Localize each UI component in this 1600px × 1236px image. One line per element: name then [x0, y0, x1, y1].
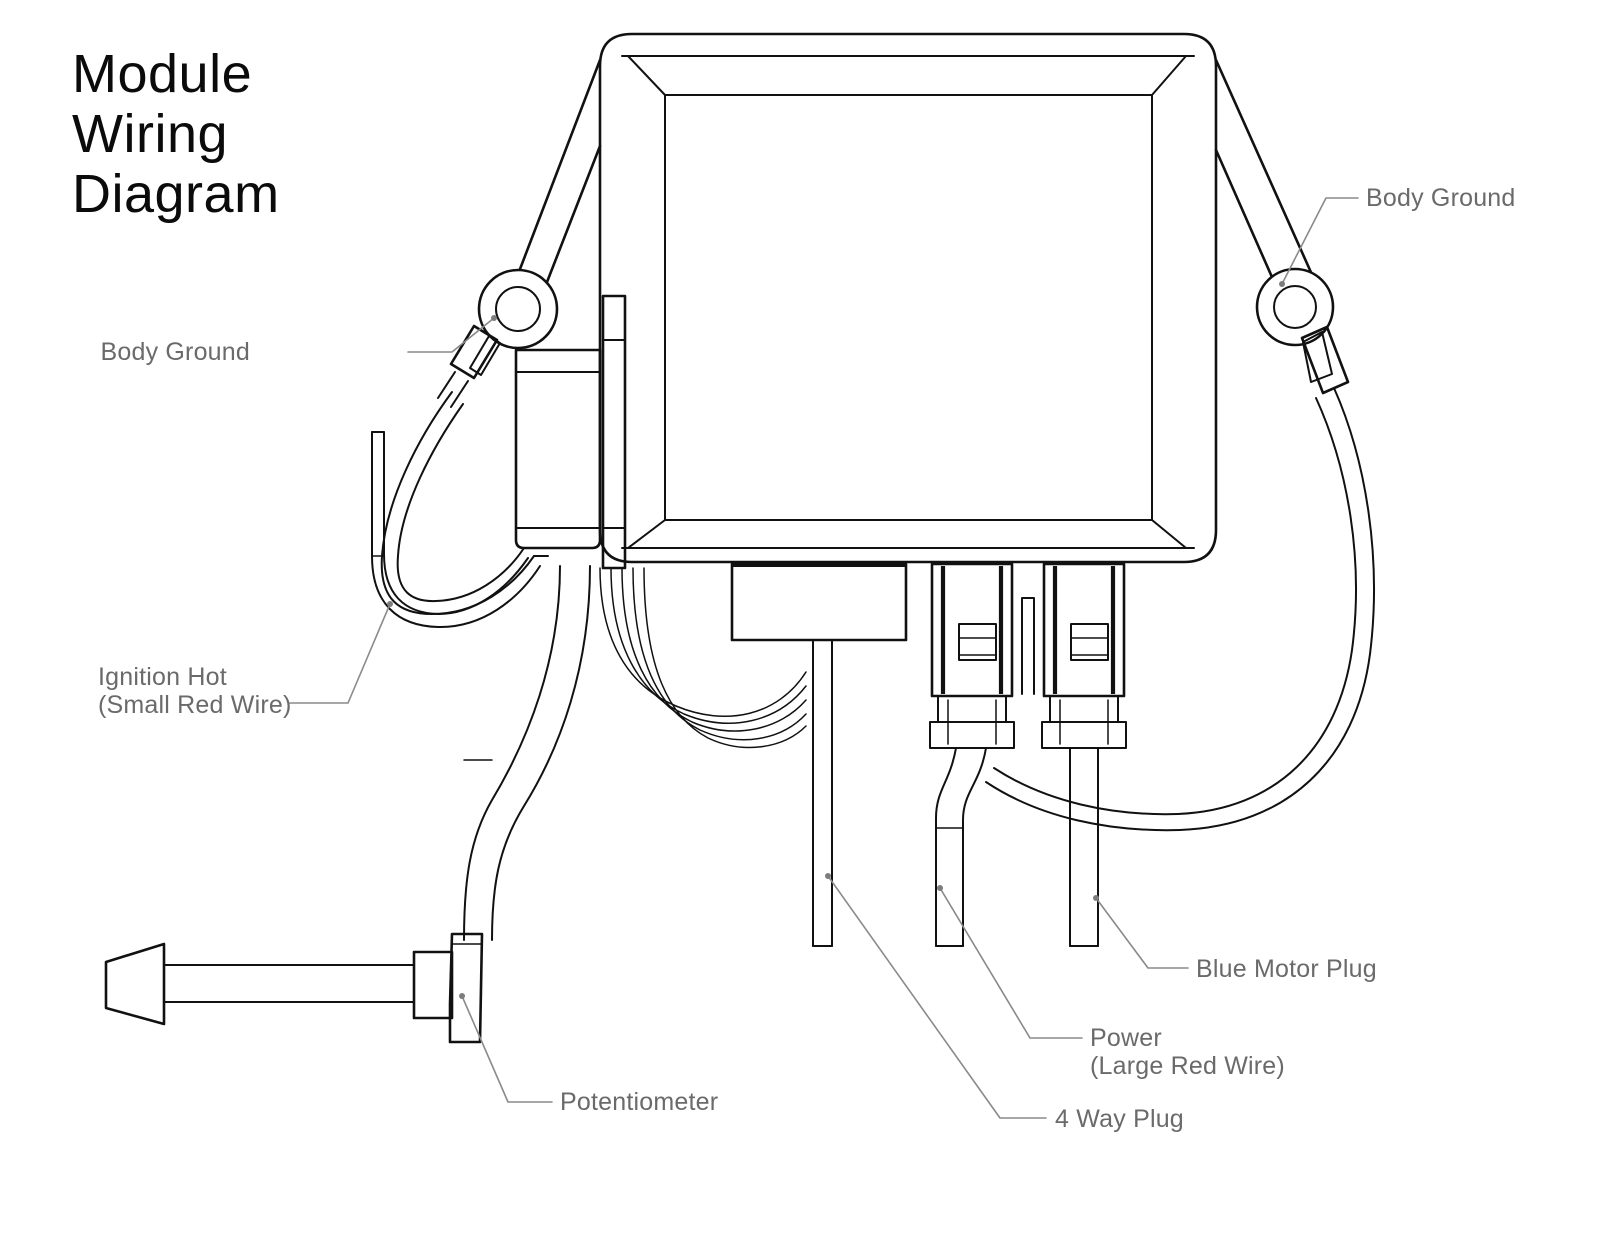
motor-cables [935, 747, 1099, 947]
right-flange-upper-edge [1214, 58, 1320, 290]
label-blue-motor-plug: Blue Motor Plug [1196, 955, 1377, 983]
leader-body-ground-right [1281, 197, 1359, 285]
title-line-3: Diagram [72, 164, 280, 224]
right-crimp-barrel [1300, 325, 1350, 395]
left-connector-latch-bar [958, 637, 997, 656]
label-body-ground-right: Body Ground [1366, 184, 1516, 212]
four-way-plug-block [730, 562, 908, 947]
right-connector-latch-bar [1070, 637, 1109, 656]
four-way-housing [730, 562, 908, 642]
ignition-wire-edge-a [371, 431, 541, 629]
left-bracket-rib [602, 339, 626, 529]
label-ignition-hot-line1: Ignition Hot [98, 663, 227, 691]
right-motor-connector [1021, 562, 1127, 749]
ignition-wire-edge-b [383, 431, 529, 615]
right-connector-latch-window [1070, 623, 1109, 661]
left-motor-cable-edge-b [962, 747, 987, 947]
title-line-2: Wiring [72, 104, 228, 164]
label-potentiometer: Potentiometer [560, 1088, 718, 1116]
label-power-line1: Power [1090, 1024, 1162, 1052]
left-mount-rib [515, 371, 601, 529]
left-connector-housing [930, 562, 1014, 698]
left-mount-body [514, 348, 602, 550]
left-ground-wire-entry [523, 547, 549, 557]
left-ring-terminal [437, 268, 559, 408]
pot-harness-edge-outer [463, 565, 561, 941]
right-connector-housing [1042, 562, 1126, 698]
signal-wire-1 [599, 567, 807, 718]
leader-dot-body-ground-left [491, 315, 497, 321]
left-bracket-post [601, 294, 627, 570]
right-connector-boot-rib [1059, 699, 1109, 745]
module-outer-shell [598, 32, 1218, 564]
right-ground-wire-edge-b [993, 397, 1357, 816]
leader-dot-blue-motor-plug [1093, 895, 1099, 901]
leader-dot-body-ground-right [1279, 281, 1285, 287]
left-connector-boot-rib [947, 699, 997, 745]
left-ring-outer [477, 268, 559, 350]
label-ignition-hot-line2: (Small Red Wire) [98, 691, 292, 719]
diagram-title: Module Wiring Diagram [72, 44, 280, 224]
potentiometer-body [448, 932, 484, 1044]
control-module-body [598, 32, 1218, 564]
right-ring-hole [1273, 285, 1317, 329]
leader-dot-potentiometer [459, 993, 465, 999]
right-body-ground-wire [985, 387, 1375, 832]
four-way-signal-wires [599, 567, 807, 749]
title-line-1: Module [72, 44, 252, 104]
connector-separator-key [1021, 597, 1035, 695]
label-power-line2: (Large Red Wire) [1090, 1052, 1285, 1080]
left-crimp-facet [469, 335, 501, 376]
right-crimp-facet [1302, 331, 1333, 383]
left-connector-boot-lower [929, 721, 1015, 749]
left-ground-wire-edge-b [396, 403, 525, 603]
callout-leaders [289, 197, 1359, 1119]
potentiometer-assembly [104, 932, 484, 1044]
left-connector-latch-window [958, 623, 997, 661]
potentiometer-nut [412, 950, 454, 1020]
leader-potentiometer [461, 995, 553, 1103]
leader-power [939, 887, 1083, 1039]
right-ring-terminal [1255, 267, 1350, 395]
left-body-ground-wire [380, 391, 549, 615]
leader-ignition-hot [289, 603, 391, 704]
callout-labels: Body Ground Body Ground Ignition Hot (Sm… [98, 184, 1516, 1133]
leader-four-way-plug [827, 875, 1047, 1119]
ignition-hot-wire [371, 431, 541, 629]
left-flange-upper-edge [510, 58, 602, 292]
signal-wire-3 [621, 567, 807, 732]
right-ground-wire-edge-a [985, 387, 1375, 832]
potentiometer-shaft [163, 964, 415, 1003]
module-bevel-face [627, 55, 1187, 549]
left-motor-cable-edge-a [935, 747, 957, 947]
left-crimp-barrel [449, 324, 499, 380]
signal-wire-5 [643, 567, 807, 749]
left-motor-connector [929, 562, 1015, 749]
signal-wire-4 [632, 567, 807, 741]
leader-dot-power [937, 885, 943, 891]
left-ring-hole [495, 286, 541, 332]
leader-body-ground-left [407, 317, 495, 353]
potentiometer-knob [104, 942, 166, 1026]
potentiometer-harness [463, 565, 591, 941]
label-four-way-plug: 4 Way Plug [1055, 1105, 1184, 1133]
label-body-ground-left: Body Ground [100, 338, 250, 366]
pot-harness-edge-inner [491, 565, 591, 941]
left-ground-wire-edge-a [380, 391, 535, 615]
left-terminal-wire-tail-a [437, 371, 456, 399]
leader-dot-ignition-hot [387, 601, 393, 607]
leader-blue-motor-plug [1095, 897, 1189, 969]
left-terminal-wire-tail-b [450, 380, 469, 408]
leader-dot-four-way-plug [825, 873, 831, 879]
right-connector-boot-lower [1041, 721, 1127, 749]
right-ring-outer [1255, 267, 1335, 347]
signal-wire-2 [610, 567, 807, 724]
